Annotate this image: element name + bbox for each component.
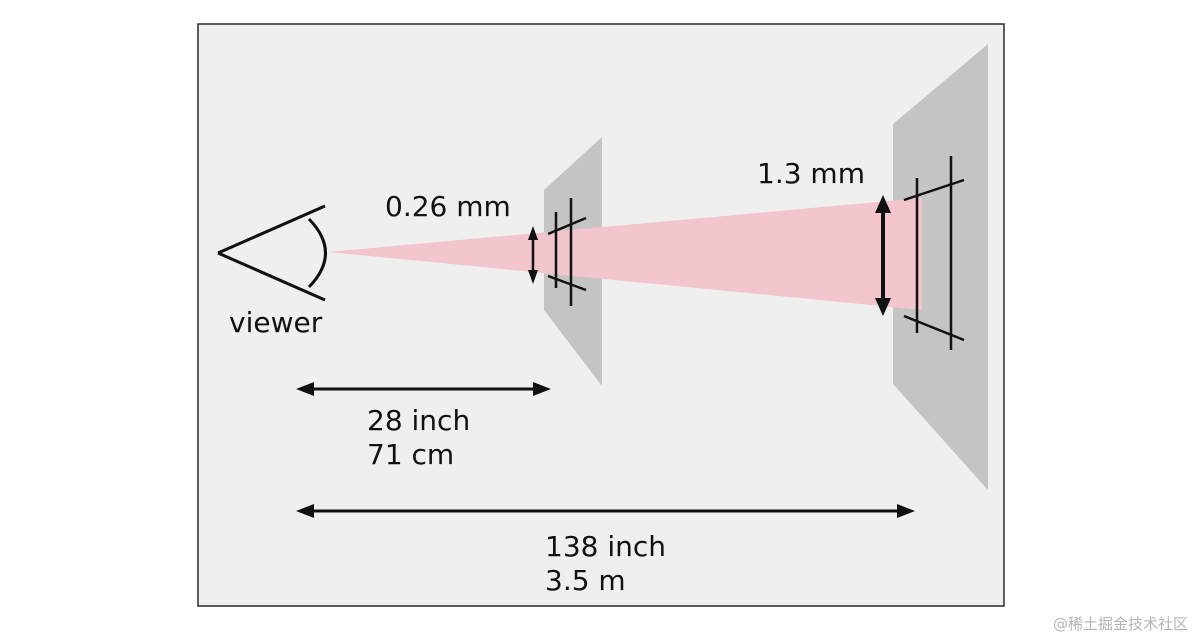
near-pixel-size-label: 0.26 mm <box>385 190 511 223</box>
near-size-arrow <box>528 226 538 284</box>
eye-icon <box>217 204 327 302</box>
viewing-cone <box>328 198 922 310</box>
near-pixel-marks <box>547 198 587 306</box>
far-distance-inch-label: 138 inch <box>545 530 666 563</box>
near-distance-arrow <box>296 382 551 396</box>
watermark: @稀土掘金技术社区 <box>1052 615 1188 633</box>
far-screen <box>893 44 988 490</box>
far-pixel-marks <box>903 156 965 350</box>
near-distance-inch-label: 28 inch <box>367 404 470 437</box>
far-distance-metric-label: 3.5 m <box>545 564 626 597</box>
far-size-arrow <box>875 195 891 316</box>
viewer-label: viewer <box>229 306 323 339</box>
far-distance-arrow <box>296 504 915 518</box>
near-distance-metric-label: 71 cm <box>367 438 454 471</box>
far-pixel-size-label: 1.3 mm <box>757 157 865 190</box>
